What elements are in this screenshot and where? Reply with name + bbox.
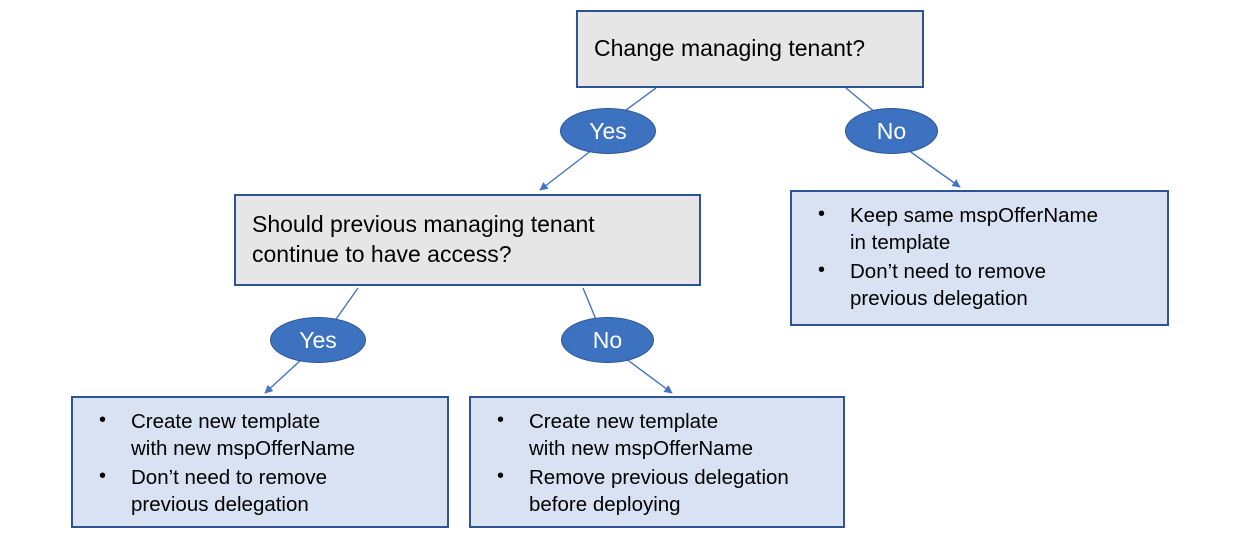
- branch-no-top-text: No: [876, 117, 907, 144]
- branch-label-no-bottom[interactable]: No: [561, 317, 654, 363]
- branch-no-bottom-text: No: [592, 326, 623, 353]
- branch-label-yes-bottom[interactable]: Yes: [270, 317, 366, 363]
- edge-yes-to-outcome-keep-access: [264, 358, 303, 394]
- list-item: Remove previous delegation before deploy…: [481, 463, 829, 518]
- second-question-text: Should previous managing tenant continue…: [252, 211, 595, 267]
- list-item: Create new template with new mspOfferNam…: [481, 407, 829, 462]
- node-root-question[interactable]: Change managing tenant?: [576, 10, 924, 88]
- list-item: Don’t need to remove previous delegation: [802, 257, 1153, 312]
- node-outcome-no-change[interactable]: Keep same mspOfferName in template Don’t…: [790, 190, 1169, 326]
- outcome-revoke-access-list: Create new template with new mspOfferNam…: [481, 407, 829, 520]
- list-item: Keep same mspOfferName in template: [802, 201, 1153, 256]
- branch-label-no-top[interactable]: No: [845, 108, 938, 154]
- branch-yes-top-text: Yes: [589, 117, 627, 144]
- node-outcome-keep-access[interactable]: Create new template with new mspOfferNam…: [71, 396, 449, 528]
- root-question-text: Change managing tenant?: [594, 35, 866, 62]
- branch-yes-bottom-text: Yes: [299, 326, 337, 353]
- edge-no-to-outcome-revoke-access: [624, 357, 673, 394]
- outcome-keep-access-list: Create new template with new mspOfferNam…: [83, 407, 433, 520]
- outcome-no-change-list: Keep same mspOfferName in template Don’t…: [802, 201, 1153, 314]
- branch-label-yes-top[interactable]: Yes: [560, 108, 656, 154]
- list-item: Don’t need to remove previous delegation: [83, 463, 433, 518]
- edge-second-question-to-yes: [333, 287, 359, 323]
- list-item: Create new template with new mspOfferNam…: [83, 407, 433, 462]
- edge-yes-to-second-question: [539, 149, 593, 191]
- node-second-question[interactable]: Should previous managing tenant continue…: [234, 194, 701, 286]
- edge-no-to-outcome-no-change: [907, 149, 961, 188]
- node-outcome-revoke-access[interactable]: Create new template with new mspOfferNam…: [469, 396, 845, 528]
